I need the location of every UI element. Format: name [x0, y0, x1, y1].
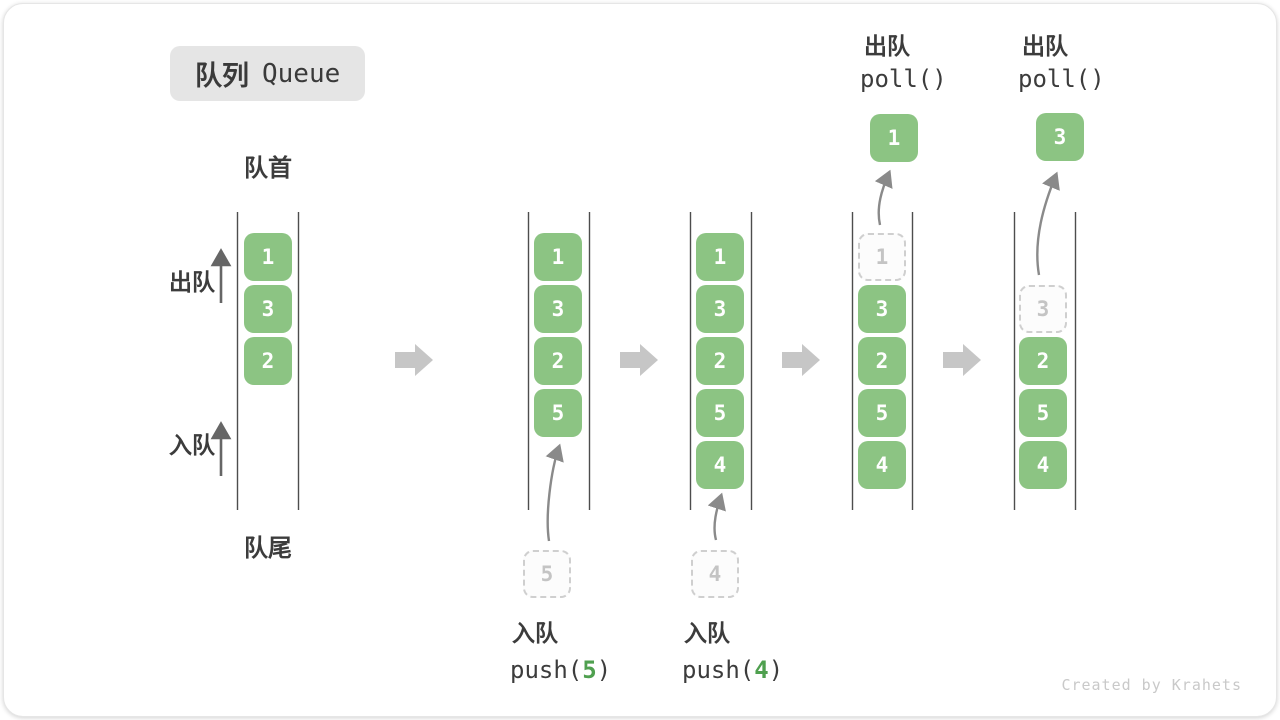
queue-item: 4	[1019, 441, 1067, 489]
dequeue-direction-label: 出队	[169, 269, 215, 295]
queue-rear-label: 队尾	[244, 535, 292, 562]
polled-item: 1	[870, 114, 918, 162]
queue-item: 1	[696, 233, 744, 281]
queue-item: 2	[244, 337, 292, 385]
queue-item: 4	[696, 441, 744, 489]
queue-item: 5	[1019, 389, 1067, 437]
code-post: )	[768, 656, 784, 684]
enqueue-op-code: push(4)	[682, 657, 783, 684]
code-pre: push(	[510, 656, 583, 684]
queue-item: 2	[858, 337, 906, 385]
queue-item: 1	[534, 233, 582, 281]
enqueue-op-label: 入队	[684, 620, 730, 646]
queue-item: 3	[858, 285, 906, 333]
queue-front-label: 队首	[244, 155, 292, 182]
queue-item: 3	[244, 285, 292, 333]
removed-item-ghost: 3	[1019, 285, 1067, 333]
queue-item: 1	[244, 233, 292, 281]
enqueue-op-label: 入队	[512, 620, 558, 646]
dequeue-op-label: 出队	[1022, 33, 1068, 59]
queue-item: 2	[1019, 337, 1067, 385]
queue-item: 5	[696, 389, 744, 437]
incoming-item-ghost: 5	[523, 550, 571, 598]
dequeue-op-code: poll()	[860, 65, 947, 93]
code-post: )	[596, 656, 612, 684]
enqueue-op-code: push(5)	[510, 657, 611, 684]
queue-item: 4	[858, 441, 906, 489]
queue-item: 5	[534, 389, 582, 437]
title-badge: 队列 Queue	[170, 46, 366, 101]
incoming-item-ghost: 4	[691, 550, 739, 598]
queue-item: 3	[696, 285, 744, 333]
credit-text: Created by Krahets	[1061, 676, 1242, 694]
polled-item: 3	[1036, 113, 1084, 161]
removed-item-ghost: 1	[858, 233, 906, 281]
code-arg: 5	[582, 656, 597, 684]
dequeue-op-code: poll()	[1018, 65, 1105, 93]
code-arg: 4	[754, 656, 769, 684]
queue-item: 5	[858, 389, 906, 437]
title-zh: 队列	[195, 61, 249, 91]
queue-item: 2	[696, 337, 744, 385]
dequeue-op-label: 出队	[864, 33, 910, 59]
title-en: Queue	[262, 58, 341, 89]
code-pre: push(	[682, 656, 755, 684]
enqueue-direction-label: 入队	[169, 432, 215, 458]
queue-item: 2	[534, 337, 582, 385]
queue-item: 3	[534, 285, 582, 333]
diagram-card	[3, 3, 1277, 717]
